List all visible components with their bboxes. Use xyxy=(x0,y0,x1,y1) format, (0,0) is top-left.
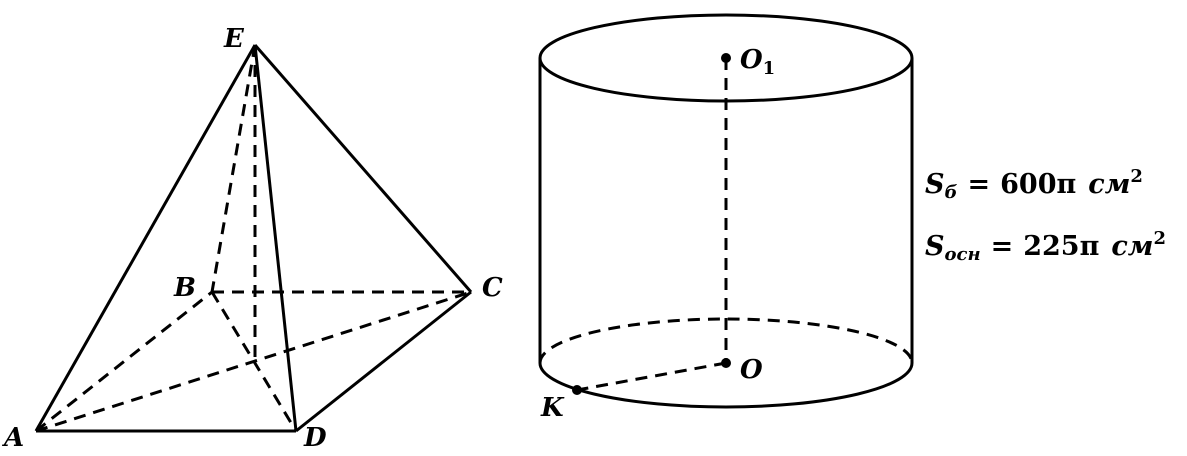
edge-DC xyxy=(295,290,472,433)
formula-symbol: S xyxy=(925,231,945,262)
formula-subscript: осн xyxy=(945,244,981,265)
point-label-O: O xyxy=(740,355,763,385)
formula-symbol: S xyxy=(925,169,945,200)
bottom-base-front xyxy=(538,362,914,409)
point-label-O1-main: O xyxy=(740,45,763,75)
formula-power: 2 xyxy=(1153,228,1166,249)
formula-unit: см xyxy=(1088,169,1130,200)
formula-value: 225π xyxy=(1023,231,1099,262)
point-label-O1-subscript: 1 xyxy=(763,58,776,79)
lateral-area-formula: Sб = 600π см2 xyxy=(925,166,1143,203)
point-label-K: K xyxy=(540,393,565,423)
formula-power: 2 xyxy=(1130,166,1143,187)
vertex-label-A: A xyxy=(1,423,24,453)
vertex-label-B: B xyxy=(173,273,196,303)
formula-equals: = xyxy=(968,169,991,200)
pyramid: E A D B C xyxy=(1,24,503,453)
point-label-O1: O1 xyxy=(740,45,775,79)
point-K xyxy=(572,385,582,395)
edge-EB xyxy=(210,44,257,293)
cylinder: O1 O K xyxy=(538,13,914,423)
point-O1 xyxy=(721,53,731,63)
formula-subscript: б xyxy=(945,182,958,203)
formula-equals: = xyxy=(991,231,1014,262)
edge-EA xyxy=(34,44,257,432)
base-area-formula: Sосн = 225π см2 xyxy=(925,228,1166,265)
bottom-base-back xyxy=(538,317,914,364)
formula-unit: см xyxy=(1111,231,1153,262)
vertex-label-E: E xyxy=(223,24,245,54)
point-O xyxy=(721,358,731,368)
edge-EC xyxy=(253,44,473,293)
edge-AB xyxy=(35,290,213,433)
formula-value: 600π xyxy=(1000,169,1076,200)
radius-OK xyxy=(576,361,727,392)
vertex-label-D: D xyxy=(303,423,327,453)
vertex-label-C: C xyxy=(482,273,503,303)
edge-ED xyxy=(253,44,298,432)
diagonal-BD xyxy=(210,291,298,432)
